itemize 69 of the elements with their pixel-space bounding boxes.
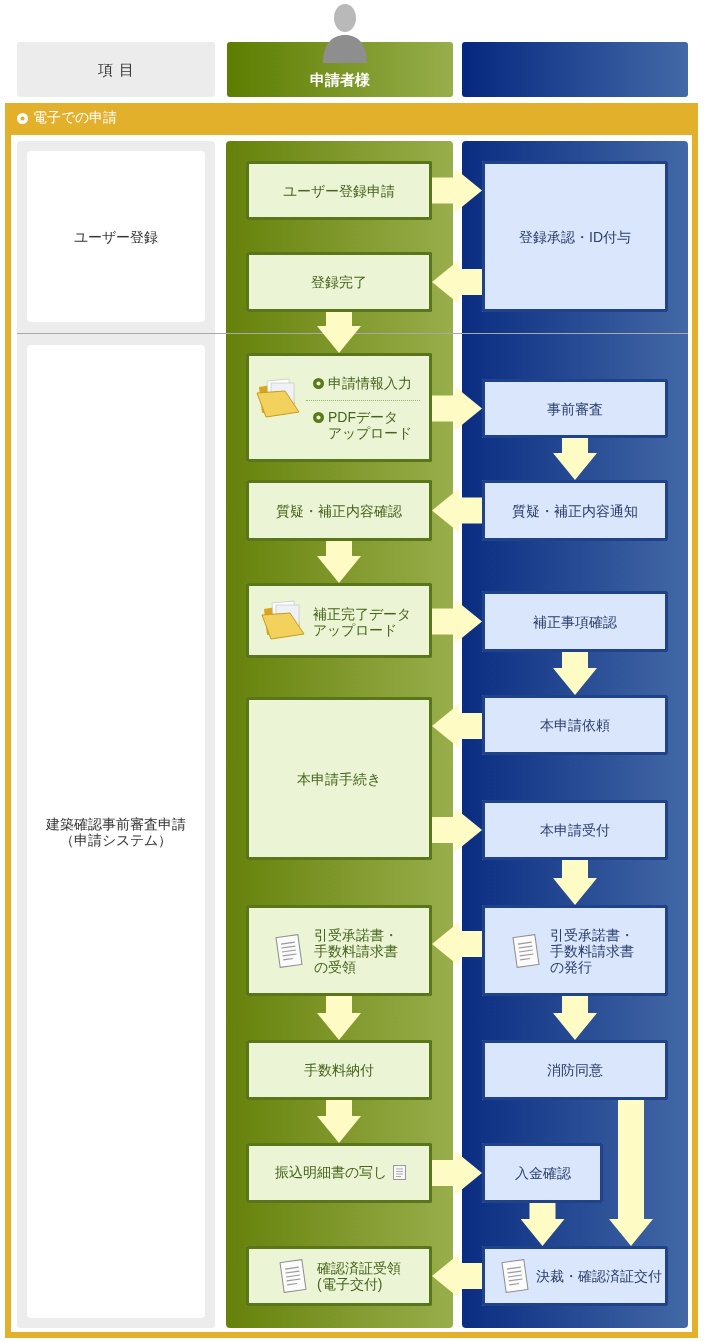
arrow	[432, 386, 482, 431]
arrow	[520, 1203, 565, 1246]
process-box	[246, 252, 432, 312]
arrow	[432, 1151, 482, 1195]
section-frame	[5, 103, 698, 1338]
arrow	[553, 860, 597, 905]
process-box	[246, 353, 432, 462]
process-box	[482, 1246, 668, 1306]
step-label: 入金確認	[514, 1165, 571, 1181]
arrow	[432, 704, 482, 748]
arrow	[432, 488, 482, 533]
step-label: 確認済証受領(電子交付)	[317, 1260, 402, 1292]
process-box	[246, 697, 432, 860]
arrow	[553, 996, 597, 1040]
arrow	[317, 996, 361, 1040]
process-box	[246, 161, 432, 220]
step-label: 引受承諾書・手数料請求書の発行	[550, 927, 635, 975]
step-label: 引受承諾書・手数料請求書の受領	[314, 927, 399, 975]
arrow	[553, 652, 597, 695]
arrow	[609, 1100, 653, 1246]
step-label: ユーザー登録申請	[283, 182, 395, 199]
process-box	[246, 905, 432, 996]
step-label: PDFデータアップロード	[328, 409, 413, 441]
step-label: 本申請依頼	[540, 717, 610, 733]
step-label: 本申請手続き	[297, 770, 381, 787]
arrow	[432, 168, 482, 213]
column-header	[462, 42, 688, 97]
step-label: 補正完了データアップロード	[313, 606, 412, 638]
step-label: 本申請受付	[540, 822, 610, 838]
arrow	[317, 1100, 361, 1143]
header-label: 項目	[97, 61, 140, 78]
arrow	[553, 438, 597, 480]
process-box	[482, 379, 668, 438]
step-label: 手数料納付	[304, 1062, 374, 1078]
process-box	[482, 480, 668, 541]
process-box	[482, 1040, 668, 1100]
arrow	[432, 922, 482, 966]
process-box	[482, 800, 668, 860]
section-title: 電子での申請	[33, 109, 117, 125]
arrow	[317, 312, 361, 353]
arrow	[317, 541, 361, 583]
step-label: 申請情報入力	[328, 375, 412, 391]
arrow	[432, 599, 482, 644]
step-label: 質疑・補正内容確認	[276, 502, 402, 519]
process-box	[482, 591, 668, 652]
header-label: 申請者様	[310, 72, 370, 88]
process-box	[246, 480, 432, 541]
step-label: 質疑・補正内容通知	[512, 502, 638, 519]
step-label: 登録承認・ID付与	[519, 228, 631, 245]
process-box	[246, 583, 432, 658]
process-box	[482, 161, 668, 312]
step-label: 消防同意	[547, 1062, 603, 1078]
arrow	[432, 1254, 482, 1298]
process-box	[482, 905, 668, 996]
process-box	[482, 1143, 603, 1203]
step-label: 決裁・確認済証交付	[536, 1268, 662, 1284]
step-label: 補正事項確認	[533, 613, 617, 630]
category-label: ユーザー登録	[74, 228, 158, 245]
process-box	[482, 695, 668, 755]
arrow	[432, 260, 482, 304]
process-box	[246, 1246, 432, 1306]
process-box	[246, 1040, 432, 1100]
step-label: 登録完了	[311, 274, 367, 290]
column-header	[227, 42, 453, 97]
step-label: 振込明細書の写し	[275, 1164, 387, 1180]
step-label: 事前審査	[547, 400, 603, 417]
process-box	[246, 1143, 432, 1203]
category-label: 建築確認事前審査申請（申請システム）	[45, 815, 187, 848]
arrow	[432, 808, 482, 852]
